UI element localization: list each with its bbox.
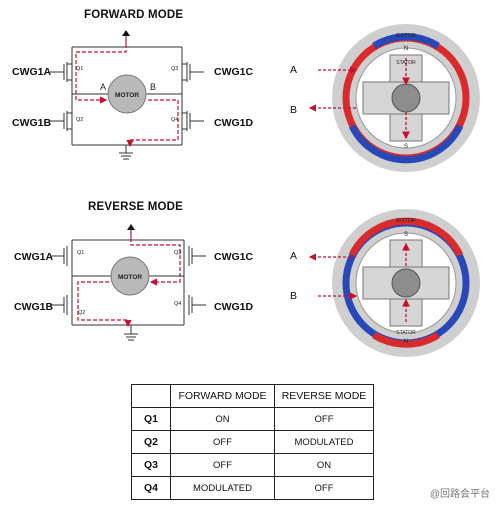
forward-q4-label: Q4 (171, 117, 178, 123)
stepper-motor-top: ROTOR STATOR N S (308, 24, 480, 172)
mode-table-corner-header (131, 384, 171, 408)
reverse-mode-title: REVERSE MODE (88, 201, 184, 213)
stepper-bottom-pole-s: S (404, 232, 408, 238)
table-row: Q2 OFF MODULATED (131, 430, 374, 454)
forward-q3-label: Q3 (171, 66, 178, 72)
row-q2-forward: OFF (170, 430, 275, 454)
reverse-q1-label: Q1 (77, 250, 84, 256)
diagrams-canvas: MOTOR A B Q1 Q2 Q3 Q4 MOTOR Q1 Q2 Q3 (50, 24, 480, 357)
stepper-bottom-rotor-label: ROTOR (396, 218, 416, 224)
reverse-q2-label: Q2 (78, 310, 85, 316)
reverse-current-path (130, 232, 181, 286)
stepper-top-pole-s: S (404, 144, 408, 150)
forward-motor-label: MOTOR (115, 92, 139, 99)
reverse-cwg1b-label: CWG1B (14, 301, 54, 313)
watermark: @回路会平台 (429, 489, 490, 500)
mode-table: FORWARD MODE REVERSE MODE Q1 ON OFF Q2 O… (131, 384, 374, 500)
stepper-bottom-input-b-label: B (290, 290, 298, 302)
forward-cwg1a-label: CWG1A (12, 66, 52, 78)
row-q4-reverse: OFF (274, 476, 374, 500)
stepper-top-input-a-label: A (290, 64, 298, 76)
table-row: Q3 OFF ON (131, 453, 374, 477)
forward-mode-title: FORWARD MODE (84, 9, 184, 21)
stepper-top-rotor-label: ROTOR (396, 33, 416, 39)
stepper-top-stator-label: STATOR (396, 60, 416, 66)
forward-node-a: A (100, 82, 106, 92)
reverse-cwg1c-label: CWG1C (214, 251, 254, 263)
reverse-q4-label: Q4 (174, 301, 181, 307)
row-q1-forward: ON (170, 407, 275, 431)
stepper-top-input-b-label: B (290, 104, 298, 116)
reverse-cwg1d-label: CWG1D (214, 301, 254, 313)
forward-q2-label: Q2 (76, 117, 83, 123)
reverse-mode-column-header: REVERSE MODE (274, 384, 374, 408)
stepper-motor-bottom: ROTOR STATOR S N (308, 209, 480, 357)
row-q1-reverse: OFF (274, 407, 374, 431)
row-q2-reverse: MODULATED (274, 430, 374, 454)
table-row: Q4 MODULATED OFF (131, 476, 374, 500)
forward-cwg1b-label: CWG1B (12, 117, 52, 129)
reverse-q3-label: Q3 (174, 250, 181, 256)
reverse-motor-label: MOTOR (118, 274, 142, 281)
row-q2-label: Q2 (131, 430, 171, 454)
forward-current-path (75, 38, 127, 104)
stepper-bottom-stator-label: STATOR (396, 330, 416, 336)
stepper-top-pole-n: N (404, 46, 408, 52)
reverse-motor (110, 256, 150, 296)
forward-cwg1c-label: CWG1C (214, 66, 254, 78)
forward-motor (107, 74, 147, 114)
table-row: Q1 ON OFF (131, 407, 374, 431)
row-q4-label: Q4 (131, 476, 171, 500)
forward-h-bridge (50, 30, 204, 160)
forward-cwg1d-label: CWG1D (214, 117, 254, 129)
row-q3-label: Q3 (131, 453, 171, 477)
row-q1-label: Q1 (131, 407, 171, 431)
reverse-cwg1a-label: CWG1A (14, 251, 54, 263)
stepper-bottom-input-a-label: A (290, 250, 298, 262)
mode-table-header-row: FORWARD MODE REVERSE MODE (131, 384, 374, 408)
row-q3-reverse: ON (274, 453, 374, 477)
forward-node-b: B (150, 82, 156, 92)
row-q3-forward: OFF (170, 453, 275, 477)
stepper-bottom-pole-n: N (404, 339, 408, 345)
forward-q1-label: Q1 (76, 66, 83, 72)
forward-mode-column-header: FORWARD MODE (170, 384, 275, 408)
row-q4-forward: MODULATED (170, 476, 275, 500)
